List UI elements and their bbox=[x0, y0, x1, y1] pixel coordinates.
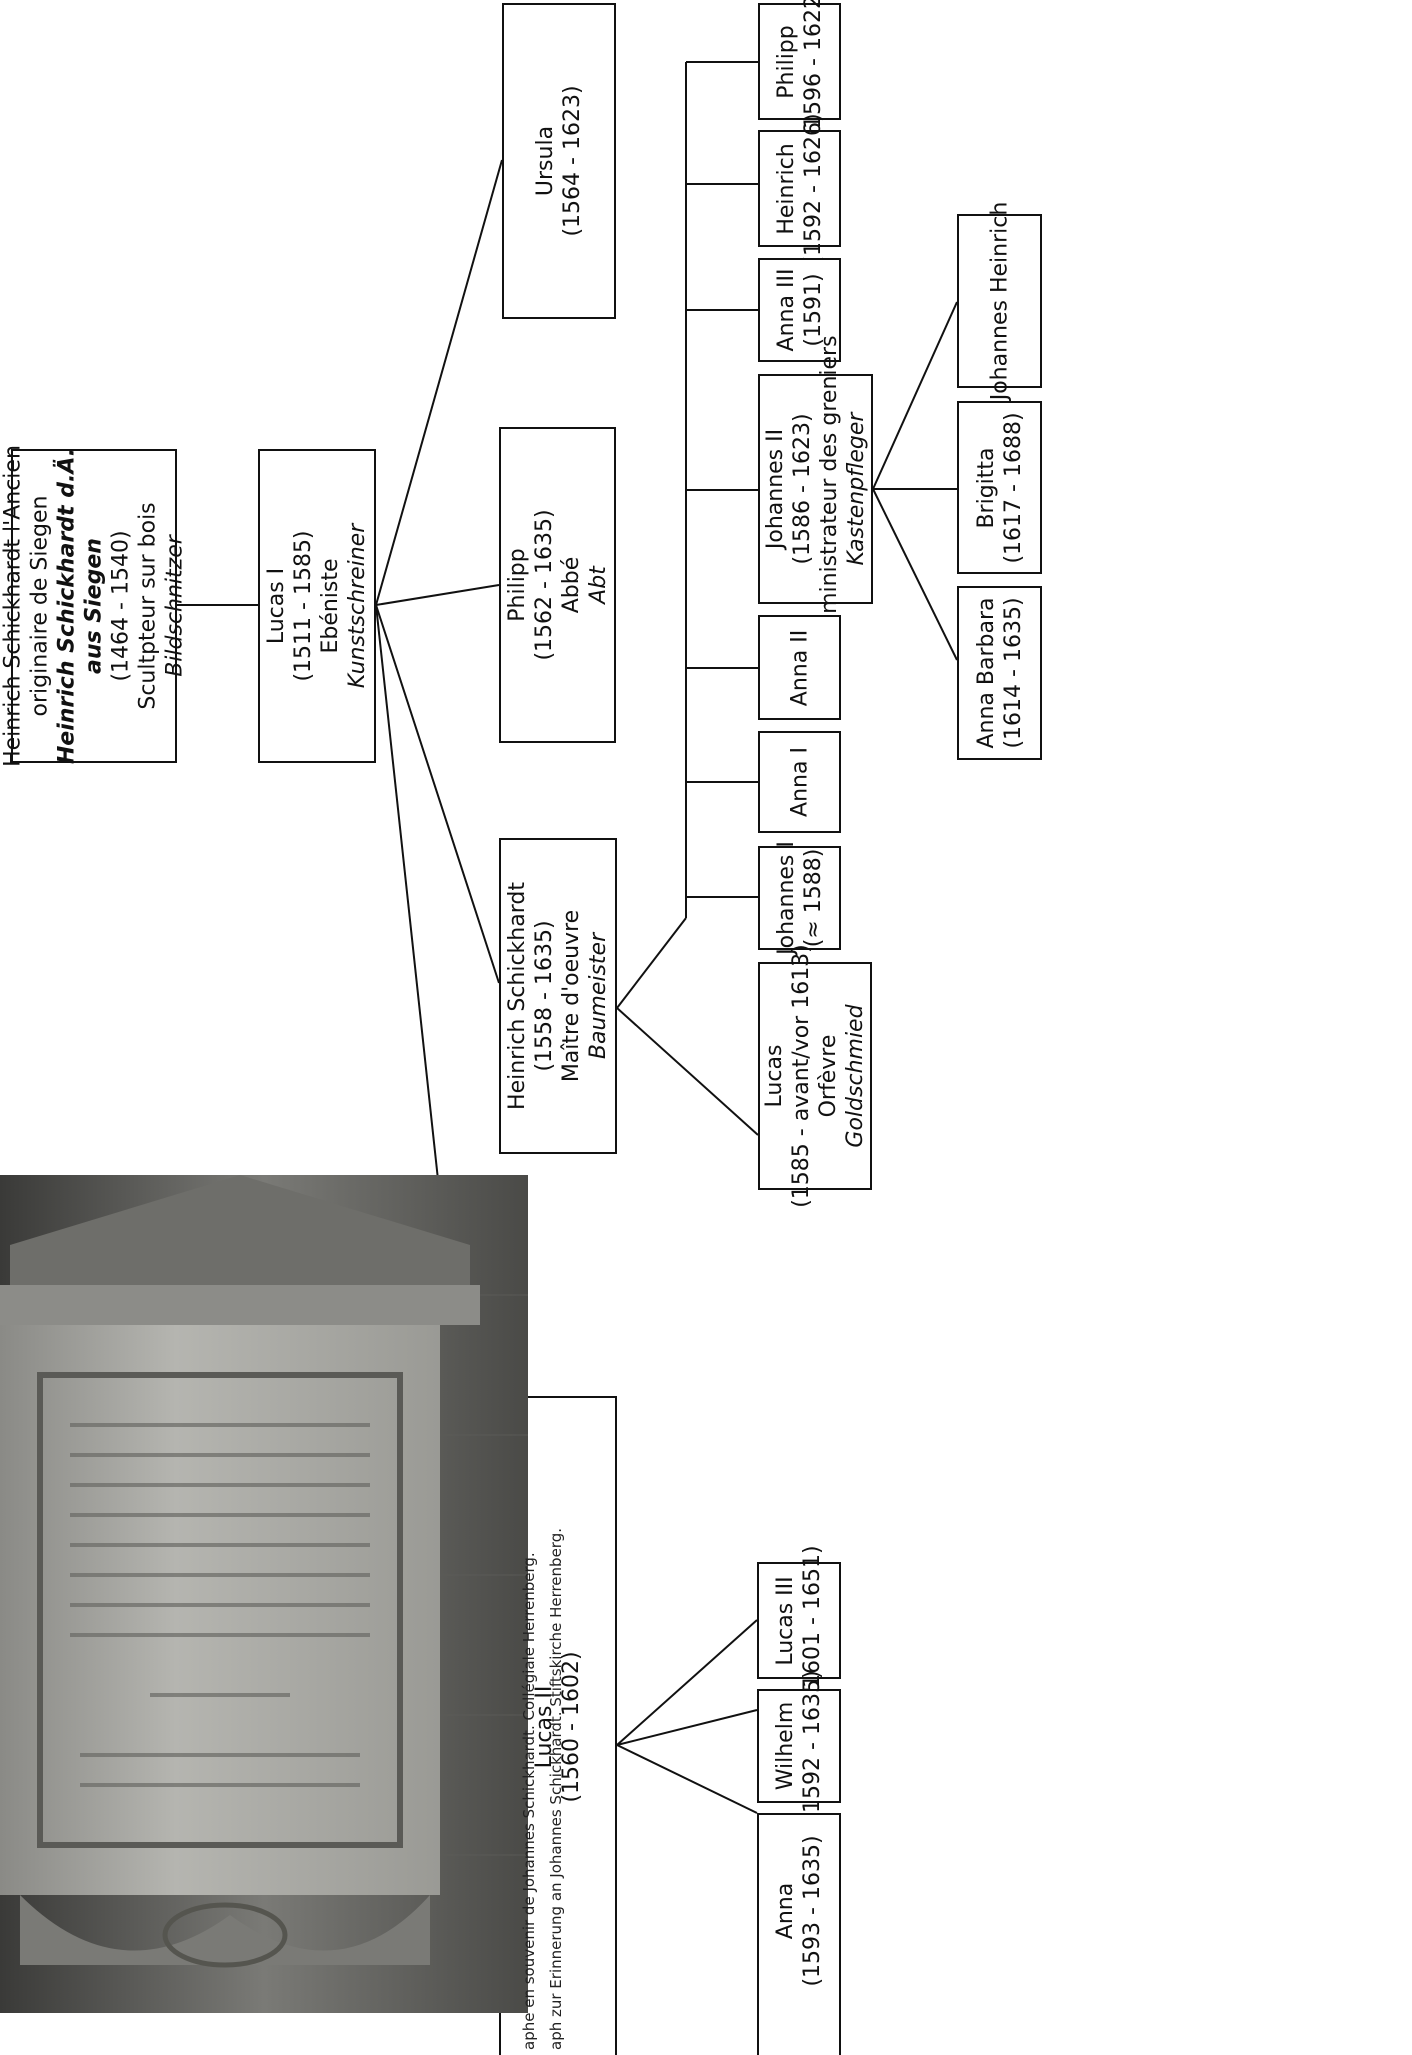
profession-fr-label: Ebéniste bbox=[318, 558, 343, 654]
profession-de-label: Abt bbox=[585, 566, 611, 604]
node-johannes-1-text: Johannes I (≈ 1588) bbox=[773, 841, 827, 955]
node-johannes-heinrich: Johannes Heinrich bbox=[957, 202, 1042, 400]
node-lucas-1-text: Lucas I (1511 - 1585) Ebéniste Kunstschr… bbox=[263, 524, 371, 689]
epitaph-photo bbox=[0, 1175, 528, 2013]
node-ursula-text: Ursula (1564 - 1623) bbox=[532, 85, 586, 236]
name-label: Heinrich bbox=[773, 142, 799, 235]
profession-fr-label: Maître d'oeuvre bbox=[559, 909, 584, 1083]
origin-label: originaire de Siegen bbox=[27, 495, 53, 717]
node-anna-3: Anna III (1591) bbox=[758, 258, 841, 362]
dates-label: (≈ 1588) bbox=[800, 848, 826, 948]
node-anna-1593: Anna (1593 - 1635) bbox=[757, 1813, 841, 2055]
dates-label: (1562 - 1635) bbox=[531, 509, 557, 661]
name-label: Philipp bbox=[504, 548, 530, 622]
node-brigitta: Brigitta (1617 - 1688) bbox=[957, 401, 1042, 574]
profession-de-label: Baumeister bbox=[586, 932, 611, 1060]
profession-fr-label: Abbé bbox=[558, 556, 584, 614]
profession-de-label: Kastenpfleger bbox=[843, 412, 869, 566]
dates-label: (1564 - 1623) bbox=[560, 85, 585, 237]
profession-de-label: Goldschmied bbox=[843, 1004, 868, 1148]
name-label: Anna bbox=[773, 1882, 798, 1940]
node-anna-barbara: Anna Barbara (1614 - 1635) bbox=[957, 586, 1042, 760]
epitaph-plaque-image bbox=[0, 1175, 528, 2013]
name-label: Wilhelm bbox=[773, 1701, 798, 1791]
node-anna-2: Anna II bbox=[758, 615, 841, 720]
name-label: Ursula bbox=[533, 125, 558, 197]
node-anna-1593-text: Anna (1593 - 1635) bbox=[772, 1835, 826, 1986]
node-philipp-abbe: Philipp (1562 - 1635) Abbé Abt bbox=[499, 427, 616, 743]
node-lucas-goldschmied-text: Lucas (1585 - avant/vor 1613) Orfèvre Go… bbox=[761, 944, 869, 1208]
dates-label: (1614 - 1635) bbox=[1000, 597, 1026, 749]
name-label: Lucas I bbox=[264, 567, 289, 645]
name-label: Brigitta bbox=[973, 446, 999, 529]
name-label: Johannes I bbox=[773, 841, 799, 955]
profession-fr-label: Orfèvre bbox=[816, 1034, 841, 1118]
node-philipp-1596: Philipp (1596 - 1622) bbox=[758, 0, 841, 137]
node-philipp-abbe-text: Philipp (1562 - 1635) Abbé Abt bbox=[504, 509, 612, 660]
dates-label: (1592 - 1626) bbox=[800, 112, 826, 265]
photo-caption-fr: aphe en souvenir de Johannes Schickhardt… bbox=[520, 1552, 538, 2050]
node-johannes-1: Johannes I (≈ 1588) bbox=[758, 841, 841, 955]
name-label: Anna II bbox=[787, 629, 812, 706]
dates-label: (1511 - 1585) bbox=[291, 530, 316, 682]
name-label: Anna Barbara bbox=[973, 597, 999, 749]
dates-label: (1558 - 1635) bbox=[532, 920, 557, 1072]
profession-fr-label: Scultpteur sur bois bbox=[135, 502, 161, 710]
node-anna-1-text: Anna I bbox=[786, 747, 813, 817]
german-name-label: Heinrich Schickhardt d.Ä. bbox=[54, 447, 80, 765]
node-anna-1: Anna I bbox=[758, 731, 841, 833]
node-lucas-goldschmied: Lucas (1585 - avant/vor 1613) Orfèvre Go… bbox=[758, 944, 872, 1208]
name-label: Heinrich Schickhardt bbox=[505, 882, 530, 1110]
profession-de-label: Kunstschreiner bbox=[345, 523, 370, 689]
node-lucas-3: Lucas III (1601 - 1651) bbox=[757, 1545, 841, 1696]
node-lucas-1: Lucas I (1511 - 1585) Ebéniste Kunstschr… bbox=[258, 449, 376, 763]
node-anna-2-text: Anna II bbox=[786, 629, 813, 705]
profession-fr-label: Administrateur des greniers bbox=[816, 335, 842, 643]
node-johannes-heinrich-text: Johannes Heinrich bbox=[986, 202, 1013, 401]
photo-caption-de: aph zur Erinnerung an Johannes Schickhar… bbox=[547, 1528, 565, 2050]
name-label: Anna I bbox=[787, 747, 812, 817]
profession-de-label: Bildschnitzer bbox=[162, 535, 188, 677]
name-label: Johannes II bbox=[762, 428, 788, 550]
dates-label: (1592 - 1635) bbox=[800, 1670, 825, 1822]
name-label: Heinrich Schickhardt l'Ancien bbox=[0, 445, 26, 767]
german-origin-label: aus Siegen bbox=[81, 538, 107, 674]
node-johannes-2: Johannes II (1586 - 1623) Administrateur… bbox=[758, 335, 873, 643]
node-wilhelm: Wilhelm (1592 - 1635) bbox=[757, 1670, 841, 1822]
dates-label: (1593 - 1635) bbox=[800, 1835, 825, 1987]
node-brigitta-text: Brigitta (1617 - 1688) bbox=[973, 412, 1027, 563]
name-label: Johannes Heinrich bbox=[987, 201, 1012, 401]
dates-label: (1464 - 1540) bbox=[108, 530, 134, 682]
node-johannes-2-text: Johannes II (1586 - 1623) Administrateur… bbox=[762, 335, 870, 642]
node-heinrich-1592-text: Heinrich (1592 - 1626) bbox=[773, 113, 827, 264]
dates-label: (1585 - avant/vor 1613) bbox=[789, 944, 814, 1208]
node-anna-barbara-text: Anna Barbara (1614 - 1635) bbox=[973, 597, 1027, 748]
node-wilhelm-text: Wilhelm (1592 - 1635) bbox=[772, 1670, 826, 1821]
node-heinrich-1592: Heinrich (1592 - 1626) bbox=[758, 113, 841, 264]
name-label: Lucas bbox=[762, 1044, 787, 1108]
node-ursula: Ursula (1564 - 1623) bbox=[502, 3, 616, 319]
node-heinrich-schickhardt: Heinrich Schickhardt (1558 - 1635) Maîtr… bbox=[499, 838, 617, 1154]
node-heinrich-schickhardt-text: Heinrich Schickhardt (1558 - 1635) Maîtr… bbox=[504, 882, 612, 1110]
node-heinrich-elder-text: Heinrich Schickhardt l'Ancien originaire… bbox=[0, 445, 189, 767]
dates-label: (1617 - 1688) bbox=[1000, 411, 1026, 564]
dates-label: (1586 - 1623) bbox=[789, 413, 815, 565]
node-heinrich-elder: Heinrich Schickhardt l'Ancien originaire… bbox=[1, 445, 188, 767]
